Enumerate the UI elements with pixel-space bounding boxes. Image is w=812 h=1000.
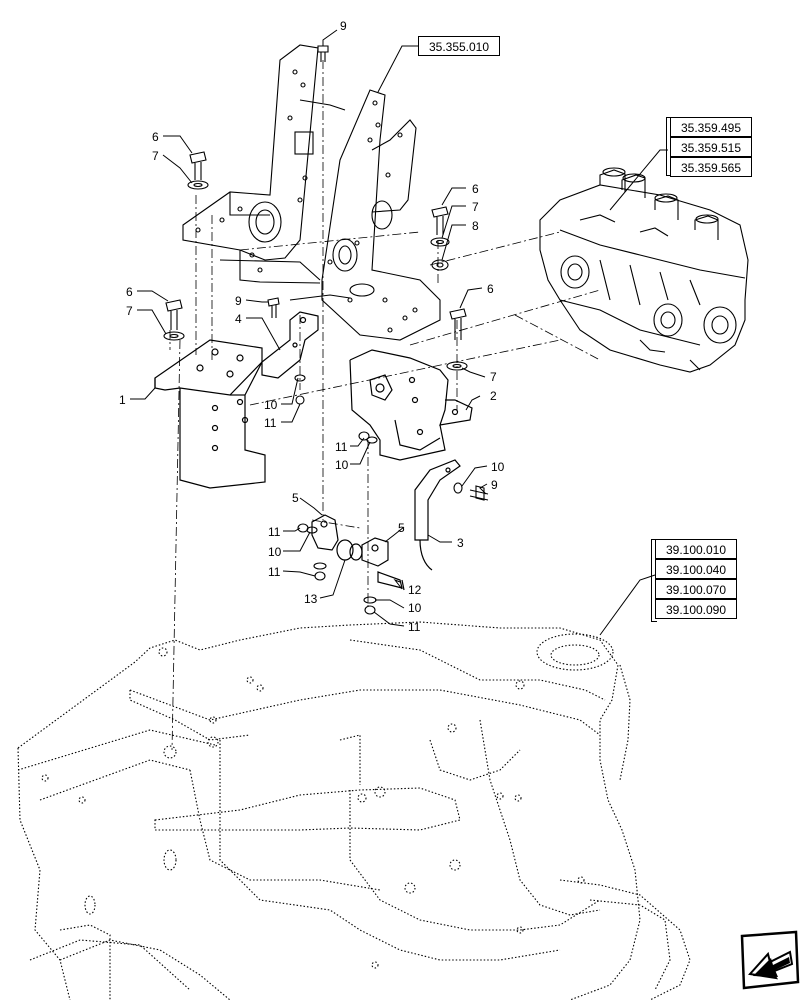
ref-valve-3[interactable]: 35.359.565: [670, 157, 752, 177]
callout-6-right: 6: [472, 182, 479, 196]
callout-3: 3: [457, 536, 464, 550]
part-3-cable-bracket: [414, 459, 461, 571]
control-valve: [539, 167, 749, 373]
callout-2: 2: [490, 389, 497, 403]
callout-labels: 9 6 7 6 7 8 6 7 9 4 6 1 10 11 7 2 11 10 …: [119, 19, 505, 634]
ref-frame-3[interactable]: 39.100.070: [655, 579, 737, 599]
callout-6-left: 6: [126, 285, 133, 299]
callout-7-left: 7: [126, 304, 133, 318]
callout-9-top: 9: [340, 19, 347, 33]
next-page-arrow-icon[interactable]: [738, 930, 802, 990]
part-1-bracket: [154, 339, 266, 489]
part-4-clamp: [261, 311, 319, 379]
callout-10-mid: 10: [335, 458, 349, 472]
ref-frame-4[interactable]: 39.100.090: [655, 599, 737, 619]
ref-frame-2[interactable]: 39.100.040: [655, 559, 737, 579]
callout-11-bottom: 11: [408, 620, 421, 634]
callout-13: 13: [304, 592, 318, 606]
parts-5-12-13-linkage: [311, 514, 405, 591]
callout-9-mid: 9: [235, 294, 242, 308]
callout-10-part5: 10: [268, 545, 282, 559]
callout-7-right: 7: [472, 200, 479, 214]
callout-6-upper-left: 6: [152, 130, 159, 144]
ref-frame-1[interactable]: 39.100.010: [655, 539, 737, 559]
callout-4: 4: [235, 312, 242, 326]
callout-5-left: 5: [292, 491, 299, 505]
part-2-bracket: [349, 349, 473, 461]
callout-8: 8: [472, 219, 479, 233]
callout-1: 1: [119, 393, 126, 407]
ref-valve-2[interactable]: 35.359.515: [670, 137, 752, 157]
callout-5-right: 5: [398, 521, 405, 535]
leader-lines: [130, 29, 668, 636]
valve-ref-bracket: [666, 117, 672, 176]
callout-7-upper-left: 7: [152, 149, 159, 163]
main-frame: [17, 621, 691, 1000]
callout-11-left: 11: [264, 416, 277, 430]
callout-6-mid-right: 6: [487, 282, 494, 296]
frame-ref-bracket: [651, 539, 657, 622]
callout-11-part5-lower: 11: [268, 565, 281, 579]
callout-11-mid: 11: [335, 440, 348, 454]
ref-valve-1[interactable]: 35.359.495: [670, 117, 752, 137]
callout-10-left: 10: [264, 398, 278, 412]
fasteners: [163, 45, 489, 615]
callout-9-right: 9: [491, 478, 498, 492]
callout-12: 12: [408, 583, 422, 597]
alignment-lines: [169, 60, 601, 751]
ref-top-frame[interactable]: 35.355.010: [418, 36, 500, 56]
callout-7-mid-right: 7: [490, 370, 497, 384]
callout-11-part5-upper: 11: [268, 525, 281, 539]
upper-frame-assembly: [182, 44, 441, 341]
callout-10-right: 10: [491, 460, 505, 474]
callout-10-bottom: 10: [408, 601, 422, 615]
